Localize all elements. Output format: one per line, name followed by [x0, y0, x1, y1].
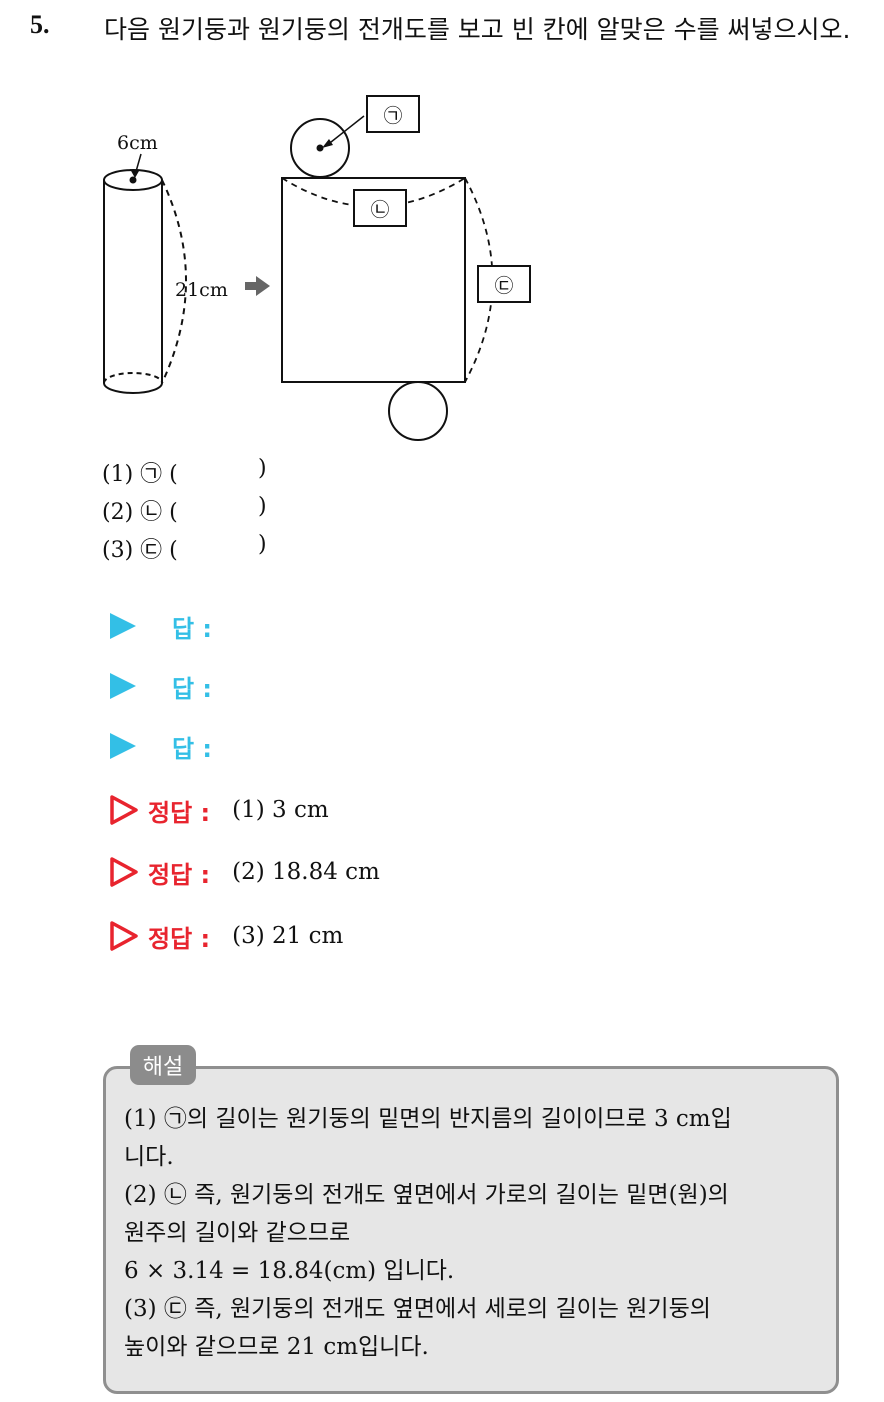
height-label: 21cm [175, 279, 228, 301]
outline-triangle-icon [110, 795, 138, 825]
blank-close-2: ) [258, 494, 267, 519]
question-number: 5. [30, 10, 50, 39]
explanation-line: (1) ㉠의 길이는 원기둥의 밑면의 반지름의 길이이므로 3 cm입 [124, 1106, 732, 1132]
cylinder [103, 169, 187, 394]
box-giyeok [366, 95, 420, 133]
play-triangle-icon [110, 673, 136, 699]
box-nieun-label: ㉡ [370, 199, 389, 221]
correct-label: 정답 : [148, 798, 211, 827]
correct-value-3: (3) 21 cm [232, 923, 344, 949]
blank-row-1: (1) ㉠ ( ) [102, 456, 267, 488]
play-triangle-icon [110, 613, 136, 639]
explanation-line: 니다. [124, 1144, 174, 1170]
box-digeut [477, 265, 531, 303]
blank-label-3: (3) ㉢ ( [102, 538, 178, 563]
explanation-line: (3) ㉢ 즉, 원기둥의 전개도 옆면에서 세로의 길이는 원기둥의 [124, 1296, 711, 1322]
radius-arrowhead [322, 139, 333, 148]
correct-value-2: (2) 18.84 cm [232, 859, 380, 885]
outline-triangle-icon [110, 857, 138, 887]
correct-label: 정답 : [148, 860, 211, 889]
top-circle-center [316, 144, 324, 152]
blank-label-1: (1) ㉠ ( [102, 462, 178, 487]
answer-label: 답 : [172, 614, 213, 643]
correct-label: 정답 : [148, 924, 211, 953]
right-arrow-icon [245, 276, 270, 296]
top-arc-dashed [281, 177, 466, 208]
bottom-circle [388, 381, 448, 441]
box-nieun [353, 189, 407, 227]
cylinder-center-dot [129, 176, 137, 184]
outline-triangle-icon [110, 921, 138, 951]
answer-row-3: 답 : [110, 726, 212, 766]
blank-close-1: ) [258, 456, 267, 481]
blank-close-3: ) [258, 532, 267, 557]
explanation-line: 높이와 같으므로 21 cm입니다. [124, 1334, 429, 1360]
diameter-label: 6cm [117, 132, 158, 154]
question-text: 다음 원기둥과 원기둥의 전개도를 보고 빈 칸에 알맞은 수를 써넣으시오. [104, 15, 851, 44]
explanation-box [103, 1066, 839, 1394]
box-giyeok-label: ㉠ [383, 105, 402, 127]
blank-label-2: (2) ㉡ ( [102, 500, 178, 525]
explanation-line: 6 × 3.14 = 18.84(cm) 입니다. [124, 1258, 455, 1284]
radius-arrow [325, 115, 365, 147]
correct-row-3: 정답 : (3) 21 cm [110, 916, 343, 956]
answer-label: 답 : [172, 674, 213, 703]
cylinder-figure: 6cm 21cm ㉠ ㉡ ㉢ [103, 95, 531, 441]
correct-value-1: (1) 3 cm [232, 797, 329, 823]
net-rectangle [281, 177, 466, 383]
explanation-text: (1) ㉠의 길이는 원기둥의 밑면의 반지름의 길이이므로 3 cm입 니다.… [124, 1100, 829, 1366]
correct-row-2: 정답 : (2) 18.84 cm [110, 852, 380, 892]
correct-row-1: 정답 : (1) 3 cm [110, 790, 329, 830]
answer-row-1: 답 : [110, 606, 212, 646]
explanation-line: 원주의 길이와 같으므로 [124, 1220, 351, 1246]
blank-row-2: (2) ㉡ ( ) [102, 494, 267, 526]
play-triangle-icon [110, 733, 136, 759]
side-arc-dashed [464, 177, 494, 383]
box-digeut-label: ㉢ [494, 275, 513, 297]
diameter-arrowhead [130, 169, 139, 178]
explanation-line: (2) ㉡ 즉, 원기둥의 전개도 옆면에서 가로의 길이는 밑면(원)의 [124, 1182, 729, 1208]
blank-row-3: (3) ㉢ ( ) [102, 532, 267, 564]
explanation-tab: 해설 [130, 1045, 196, 1085]
answer-label: 답 : [172, 734, 213, 763]
answer-row-2: 답 : [110, 666, 212, 706]
